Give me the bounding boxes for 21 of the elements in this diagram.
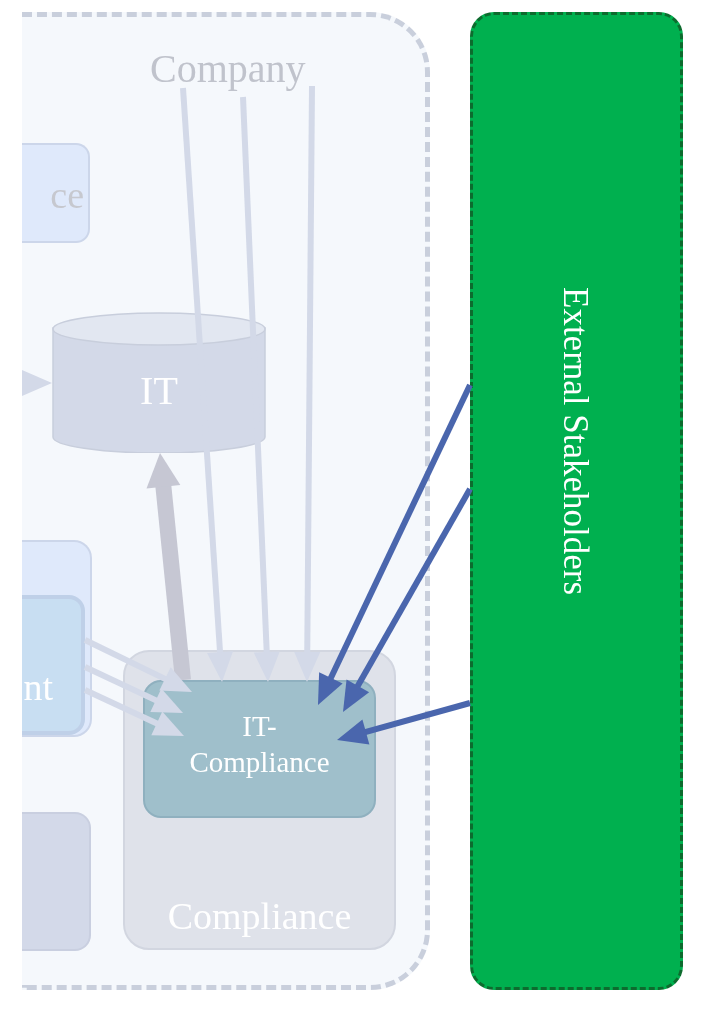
company-region — [22, 12, 430, 990]
arrow — [83, 664, 183, 713]
arrow — [22, 370, 52, 396]
department-box — [22, 540, 92, 737]
arrow — [294, 85, 321, 682]
node-label: IT-Compliance — [188, 709, 331, 780]
department-box — [22, 812, 91, 951]
arrow — [337, 700, 471, 745]
stakeholder-box — [470, 12, 683, 990]
arrow — [83, 637, 192, 692]
compliance-box — [123, 650, 396, 950]
arrow — [343, 487, 473, 712]
arrow — [180, 87, 233, 682]
it-compliance-box — [143, 680, 376, 818]
arrow — [240, 96, 280, 682]
department-box — [22, 143, 90, 243]
arrow — [83, 687, 184, 736]
arrow — [146, 453, 191, 681]
node-label: External Stakeholders — [555, 287, 595, 596]
department-box — [22, 595, 85, 735]
arrow — [318, 383, 473, 705]
